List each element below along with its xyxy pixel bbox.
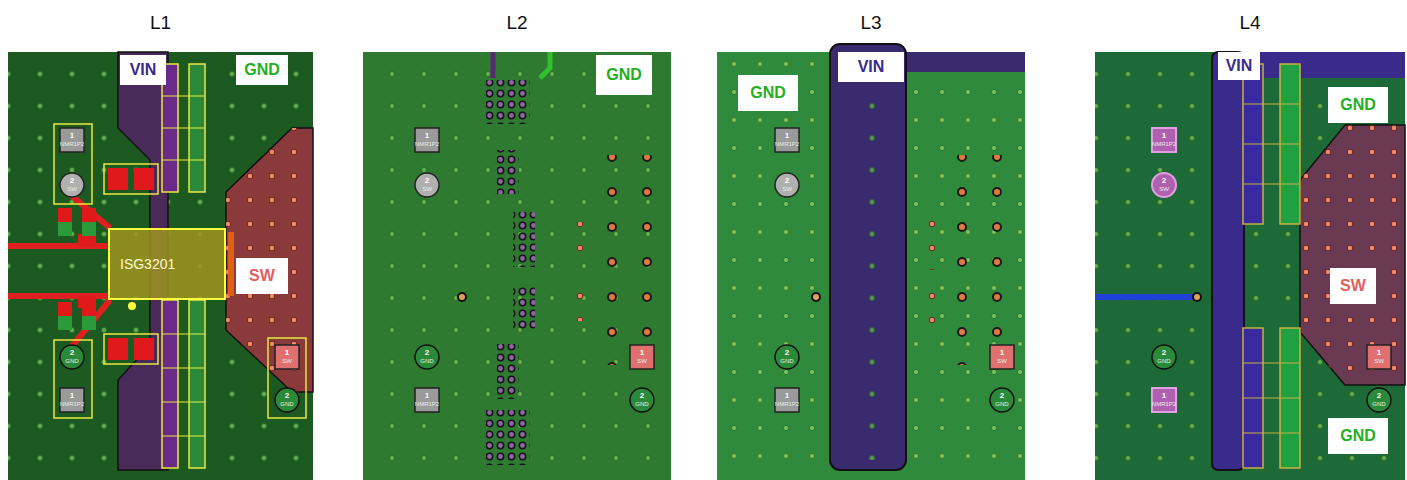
pad-net-name: SW <box>1374 358 1384 364</box>
pad-net-name: NMR1P2 <box>415 401 439 407</box>
pad-number: 1 <box>785 392 789 400</box>
pad-net-name: SW <box>997 358 1007 364</box>
pad-net-name: GND <box>635 401 648 407</box>
pad-net-name: NMR1P2 <box>60 141 84 147</box>
pad-number: 2 <box>70 177 74 185</box>
pad-number: 1 <box>1000 349 1004 357</box>
layer-heading: L3 <box>717 12 1025 34</box>
pad-net-name: GND <box>280 401 293 407</box>
pad-net-name: GND <box>780 358 793 364</box>
net-name: GND <box>606 66 642 84</box>
pad-number: 2 <box>1377 392 1381 400</box>
net-label-box: VIN <box>120 55 166 85</box>
pad-number: 1 <box>1377 349 1381 357</box>
layer-l1-art <box>8 52 313 480</box>
pad-net-name: GND <box>1372 401 1385 407</box>
pad-number: 1 <box>1162 132 1166 140</box>
net-label-box: GND <box>596 55 652 95</box>
net-label-box: GND <box>1328 87 1388 123</box>
pad-number: 2 <box>70 349 74 357</box>
layer-panel: L1VINGNDISG3201SW <box>8 4 313 480</box>
pad-number: 1 <box>785 132 789 140</box>
net-name: GND <box>244 61 280 79</box>
pad-net-name: SW <box>422 186 432 192</box>
pad-number: 2 <box>785 349 789 357</box>
net-name: VIN <box>130 61 157 79</box>
net-name: GND <box>1340 427 1376 445</box>
layer-panel: L2GND <box>363 4 671 480</box>
net-label-box: GND <box>236 55 288 85</box>
layer-panel: L4VIN GND SW GND <box>1095 4 1405 480</box>
net-label-box: VIN <box>838 52 904 82</box>
pad-number: 1 <box>285 349 289 357</box>
layer-heading: L2 <box>363 12 671 34</box>
pad-net-name: SW <box>1159 186 1169 192</box>
net-name: GND <box>750 84 786 102</box>
pad-net-name: SW <box>782 186 792 192</box>
pad-number: 1 <box>425 392 429 400</box>
net-label-box: SW <box>1330 268 1376 304</box>
pads-l2 <box>415 128 654 412</box>
pad-number: 2 <box>1162 177 1166 185</box>
net-name: SW <box>1340 277 1366 295</box>
pad-number: 2 <box>425 349 429 357</box>
pad-net-name: GND <box>1157 358 1170 364</box>
pad-number: 1 <box>1162 392 1166 400</box>
test-pads <box>60 128 1391 412</box>
pad-net-name: NMR1P2 <box>775 401 799 407</box>
pad-net-name: GND <box>420 358 433 364</box>
layer-l3-art <box>717 44 1025 480</box>
pad-net-name: SW <box>637 358 647 364</box>
layer-heading: L1 <box>8 12 313 34</box>
pad-number: 1 <box>70 132 74 140</box>
pad-number: 2 <box>1162 349 1166 357</box>
pads-l3 <box>775 128 1014 412</box>
pad-net-name: SW <box>282 358 292 364</box>
pad-net-name: NMR1P2 <box>1152 141 1176 147</box>
net-name: GND <box>1340 96 1376 114</box>
layer-l4-art <box>1095 52 1405 480</box>
pad-net-name: NMR1P2 <box>775 141 799 147</box>
pad-number: 2 <box>640 392 644 400</box>
net-label-box: VIN <box>1218 52 1260 80</box>
net-label-box: SW <box>236 258 288 294</box>
pad-number: 1 <box>70 392 74 400</box>
net-name: VIN <box>1226 57 1253 75</box>
pad-net-name: GND <box>65 358 78 364</box>
pads-l4 <box>1152 128 1391 412</box>
net-name: VIN <box>858 58 885 76</box>
pad-net-name: SW <box>67 186 77 192</box>
pad-number: 1 <box>640 349 644 357</box>
ic-package: ISG3201 <box>108 228 226 300</box>
layer-panel: L3VIN GND <box>717 4 1025 480</box>
pad-number: 1 <box>425 132 429 140</box>
layer-heading: L4 <box>1095 12 1405 34</box>
pad-net-name: NMR1P2 <box>60 401 84 407</box>
net-name: SW <box>249 267 275 285</box>
pad-number: 2 <box>285 392 289 400</box>
net-label-box: GND <box>738 75 798 111</box>
net-label-box: GND <box>1328 418 1388 454</box>
pads-l1 <box>60 128 299 412</box>
pad-number: 2 <box>1000 392 1004 400</box>
pad-number: 2 <box>785 177 789 185</box>
pad-net-name: NMR1P2 <box>415 141 439 147</box>
pad-net-name: NMR1P2 <box>1152 401 1176 407</box>
pad-net-name: GND <box>995 401 1008 407</box>
layer-l2-art <box>363 52 671 480</box>
part-name: ISG3201 <box>120 256 175 272</box>
pad-number: 2 <box>425 177 429 185</box>
